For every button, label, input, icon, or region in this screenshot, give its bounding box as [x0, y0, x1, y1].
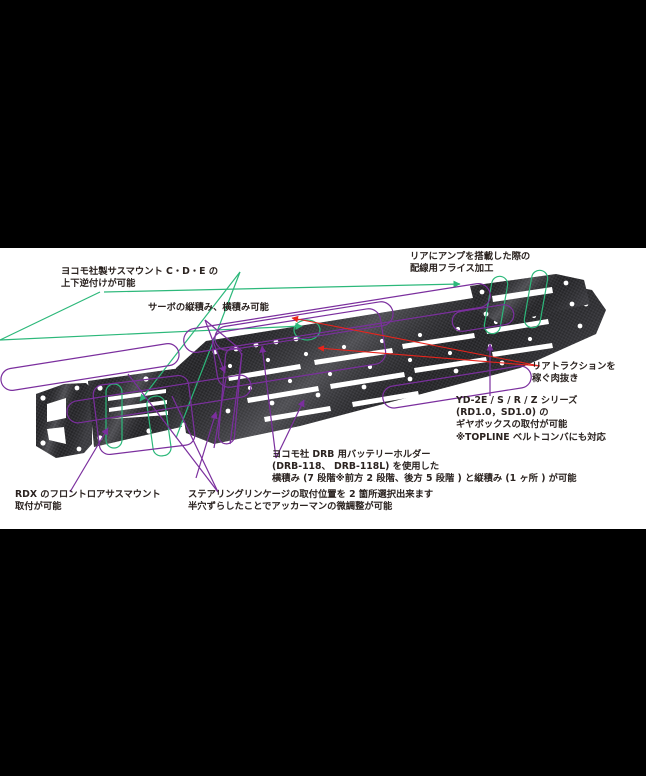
note-rdx-front-lower-sus-mount: RDX のフロントロアサスマウント取付が可能 [15, 489, 161, 513]
chassis-illustration [0, 269, 606, 493]
note-line: 稼ぐ肉抜き [532, 373, 579, 385]
note-line: YD-2E / S / R / Z シリーズ [456, 395, 578, 406]
note-gearbox-compat: YD-2E / S / R / Z シリーズ(RD1.0，SD1.0) のギヤボ… [456, 395, 606, 444]
note-line: 半穴ずらしたことでアッカーマンの微調整が可能 [188, 501, 393, 513]
callout-rear-traction [291, 315, 541, 367]
note-servo-mount: サーボの縦積み、横積み可能 [148, 302, 269, 314]
note-line: (DRB-118、 DRB-118L) を使用した [272, 461, 440, 473]
note-line: リアにアンプを搭載した際の [410, 251, 531, 262]
note-line: 取付が可能 [15, 501, 62, 513]
callout-steering-linkage [92, 373, 219, 493]
note-line: ステアリングリンケージの取付位置を 2 箇所選択出来ます [188, 489, 434, 500]
callout-mid-plate [195, 411, 218, 479]
diagram-panel [0, 248, 646, 529]
note-line: (RD1.0，SD1.0) の [456, 407, 549, 419]
note-line: ヨコモ社 DRB 用バッテリーホルダー [272, 449, 431, 460]
note-line: サーボの縦積み、横積み可能 [148, 302, 269, 313]
note-yokomo-sus-mount: ヨコモ社製サスマウント C・D・E の上下逆付けが可能 [61, 266, 218, 290]
note-line: 配線用フライス加工 [410, 263, 494, 275]
callout-amp-wiring [0, 269, 549, 341]
callout-gearbox [214, 301, 494, 396]
note-line: ギヤボックスの取付が可能 [456, 419, 568, 431]
chassis-body [36, 274, 606, 458]
callout-battery-holder [183, 283, 532, 459]
note-battery-holder: ヨコモ社 DRB 用バッテリーホルダー(DRB-118、 DRB-118L) を… [272, 449, 577, 486]
callout-rdx-front-lower [69, 427, 109, 493]
note-steering-linkage: ステアリングリンケージの取付位置を 2 箇所選択出来ます半穴ずらしたことでアッカ… [188, 489, 433, 513]
note-line: ※TOPLINE ベルトコンバにも対応 [456, 431, 606, 443]
note-amp-wiring: リアにアンプを搭載した際の配線用フライス加工 [410, 251, 530, 275]
note-line: 横積み (7 段階※前方 2 段階、後方 5 段階 ) と縦積み (1 ヶ所 )… [272, 473, 577, 485]
note-line: リアトラクションを [532, 361, 616, 372]
note-line: 上下逆付けが可能 [61, 278, 136, 290]
note-rear-traction: リアトラクションを稼ぐ肉抜き [532, 361, 616, 385]
note-line: ヨコモ社製サスマウント C・D・E の [61, 266, 219, 277]
note-line: RDX のフロントロアサスマウント [15, 489, 161, 500]
